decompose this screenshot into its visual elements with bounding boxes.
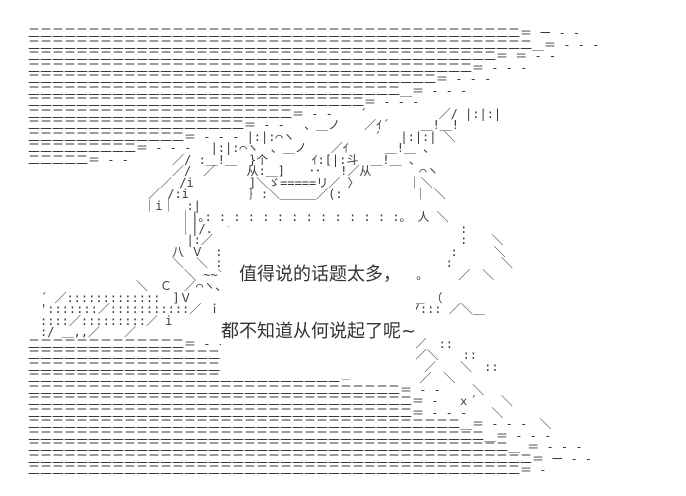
dialogue-line-2: 都不知道从何说起了呢~ xyxy=(221,321,417,342)
dialogue-line-1: 值得说的话题太多， xyxy=(239,264,401,285)
speech-bubble-text: 值得说的话题太多， 都不知道从何说起了呢~ xyxy=(221,227,417,379)
ascii-art: 二二二二二二二二二二二二二二二二二二二二二二二二二二二二二二二二二二二二二二二二… xyxy=(28,26,600,477)
